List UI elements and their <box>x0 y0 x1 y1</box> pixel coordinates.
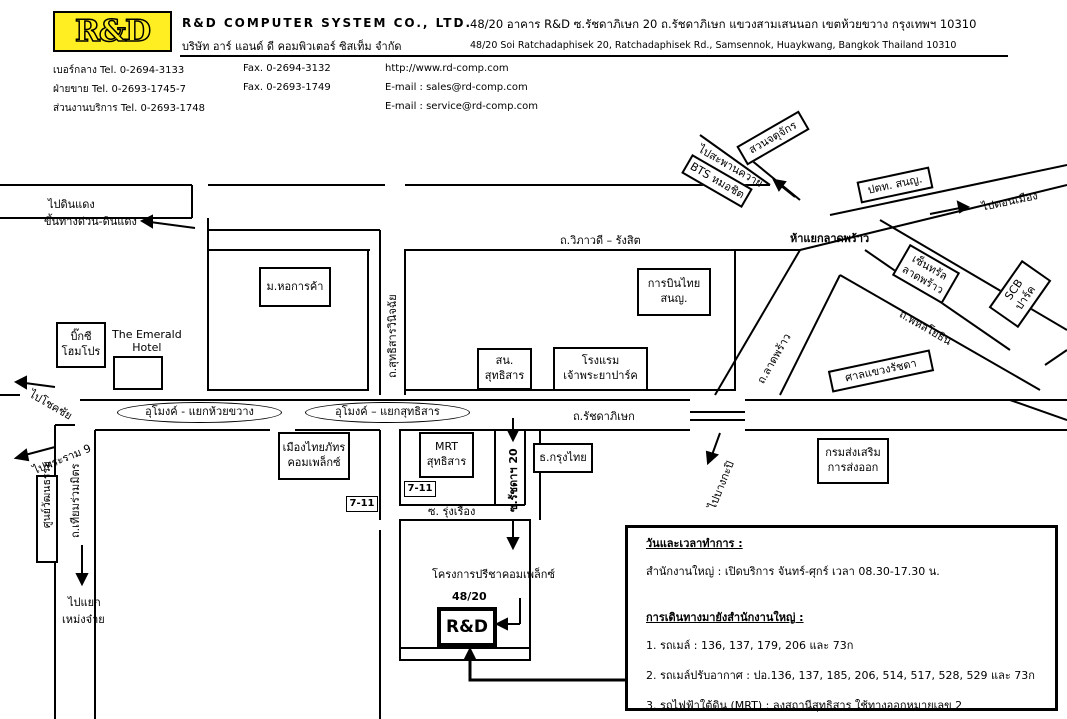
company-logo: R&D <box>53 11 172 52</box>
email-sales-link[interactable]: E-mail : sales@rd-comp.com <box>385 82 528 93</box>
travel-mrt: 3. รถไฟฟ้าใต้ดิน (MRT) : ลงสถานีสุทธิสาร… <box>646 699 963 712</box>
road-label-thiam-ruam-mit: ถ.เทียมร่วมมิตร <box>69 463 82 538</box>
road-label-lat-phrao-intersection: ห้าแยกลาดพร้าว <box>790 232 870 245</box>
landmark-chamber-commerce: ม.หอการค้า <box>259 267 331 307</box>
landmark-export-dept: กรมส่งเสริมการส่งออก <box>817 438 889 484</box>
landmark-sutthisan-police: สน.สุทธิสาร <box>477 348 532 390</box>
tel-main: เบอร์กลาง Tel. 0-2694-3133 <box>53 65 185 76</box>
tunnel-huay-khwang: อุโมงค์ - แยกห้วยขวาง <box>117 402 282 423</box>
landmark-big-c: บิ๊กซีโฮมโปร <box>56 322 106 368</box>
landmark-preecha-complex: โครงการปรีชาคอมเพล็กซ์ <box>432 568 555 581</box>
road-label-soi-ratchada-20: ซ.รัชดาฯ 20 <box>507 448 520 512</box>
travel-bus: 1. รถเมล์ : 136, 137, 179, 206 และ 73ก <box>646 639 854 652</box>
fax-main: Fax. 0-2694-3132 <box>243 63 331 74</box>
address-en: 48/20 Soi Ratchadaphisek 20, Ratchadaphi… <box>470 40 957 51</box>
road-label-sutthisan: ถ.สุทธิสารวินิจฉัย <box>386 294 399 378</box>
travel-title: การเดินทางมายังสำนักงานใหญ่ : <box>646 611 804 624</box>
header-divider <box>180 55 1008 57</box>
direction-mang-chai-2: เหม่งจ๋าย <box>62 613 105 626</box>
landmark-mueang-thai-phatra: เมืองไทยภัทรคอมเพล็กซ์ <box>278 432 350 480</box>
hours-title: วันและเวลาทำการ : <box>646 537 743 550</box>
company-name-en: R&D COMPUTER SYSTEM CO., LTD. <box>182 16 473 30</box>
landmark-krungthai-bank: ธ.กรุงไทย <box>533 443 593 473</box>
landmark-thai-airways: การบินไทยสนญ. <box>637 268 711 316</box>
address-th: 48/20 อาคาร R&D ซ.รัชดาภิเษก 20 ถ.รัชดาภ… <box>470 17 977 31</box>
direction-mang-chai-1: ไปแยก <box>68 596 101 609</box>
tel-sales: ฝ่ายขาย Tel. 0-2693-1745-7 <box>53 84 186 95</box>
info-panel: วันและเวลาทำการ : สำนักงานใหญ่ : เปิดบริ… <box>625 525 1058 712</box>
hours-line: สำนักงานใหญ่ : เปิดบริการ จันทร์-ศุกร์ เ… <box>646 565 940 578</box>
rd-office-marker: R&D <box>437 607 497 647</box>
landmark-chao-phraya-park: โรงแรมเจ้าพระยาปาร์ค <box>553 347 648 391</box>
website-link[interactable]: http://www.rd-comp.com <box>385 63 509 74</box>
company-name-th: บริษัท อาร์ แอนด์ ดี คอมพิวเตอร์ ซิสเท็ม… <box>182 40 402 53</box>
tunnel-sutthisan: อุโมงค์ – แยกสุทธิสาร <box>305 402 470 423</box>
road-label-vibhavadi: ถ.วิภาวดี – รังสิต <box>560 234 641 247</box>
travel-air-bus: 2. รถเมล์ปรับอากาศ : ปอ.136, 137, 185, 2… <box>646 669 1035 682</box>
email-service-link[interactable]: E-mail : service@rd-comp.com <box>385 101 539 112</box>
fax-sales: Fax. 0-2693-1749 <box>243 82 331 93</box>
rd-unit-number: 48/20 <box>452 590 487 603</box>
road-label-soi-rung-rueang: ซ. รุ่งเรือง <box>428 505 476 518</box>
landmark-7-11-a: 7-11 <box>346 496 378 512</box>
landmark-cultural-centre: ศูนย์วัฒนธรรม <box>36 461 58 563</box>
landmark-emerald-building <box>113 356 163 390</box>
direction-din-daeng: ไปดินแดง <box>48 198 95 211</box>
landmark-7-11-b: 7-11 <box>404 481 436 497</box>
road-label-ratchada: ถ.รัชดาภิเษก <box>573 410 635 423</box>
tel-service: ส่วนงานบริการ Tel. 0-2693-1748 <box>53 103 206 114</box>
direction-expressway: ขึ้นทางด่วน-ดินแดง <box>44 215 137 228</box>
